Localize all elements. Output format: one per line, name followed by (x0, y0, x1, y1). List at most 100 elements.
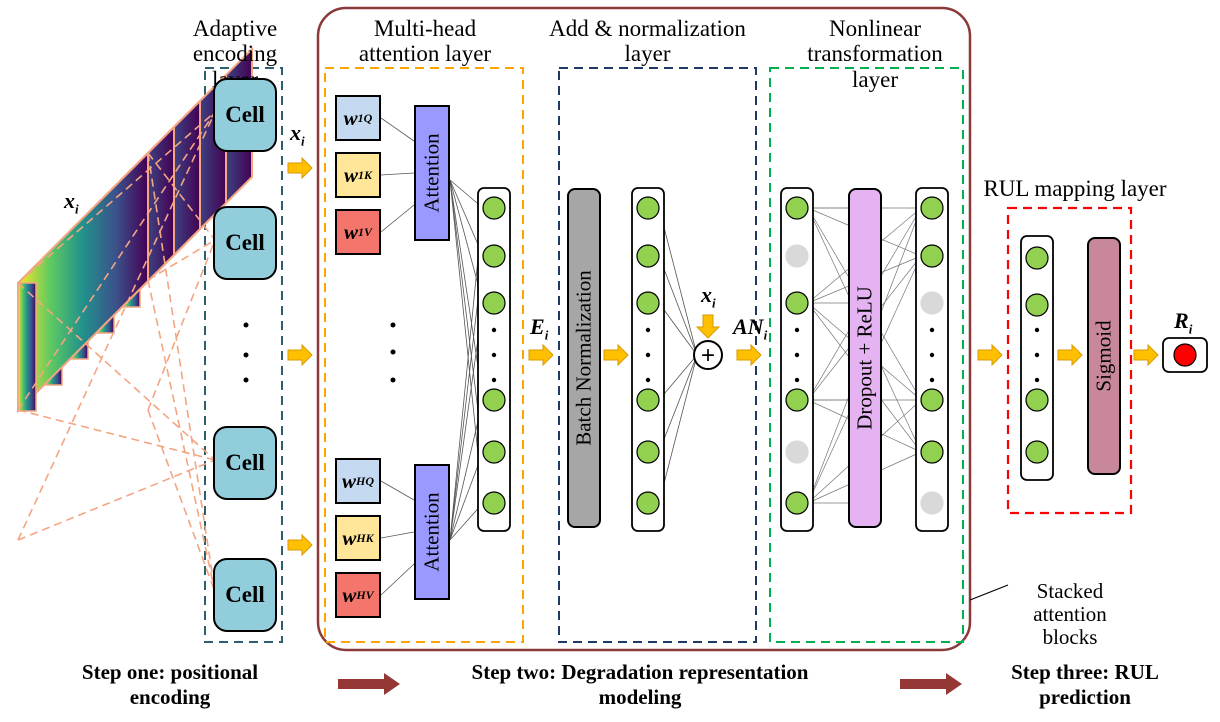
rul-mapping-layer-box (1006, 206, 1133, 515)
step-arrow-2 (900, 673, 962, 695)
addnorm-to-plus-line (658, 302, 698, 356)
addnorm-to-plus-line (658, 354, 698, 453)
nonlinear-output-column-node (920, 491, 944, 515)
attention-output-column-ellipsis-dot (491, 327, 497, 333)
residual-input-symbol: xi (701, 282, 716, 311)
nonlinear-input-column-ellipsis-dot (794, 377, 800, 383)
embedding-symbol: Ei (530, 314, 549, 343)
addnorm-to-plus-line (658, 354, 698, 401)
nonlinear-output-column-node (920, 196, 944, 220)
attention-output-column-node (482, 491, 506, 515)
add-norm-output-symbol: ANi (733, 314, 768, 343)
attention-output-column-frame (477, 187, 511, 532)
addnorm-output-column-ellipsis-dot (645, 352, 651, 358)
nonlinear-input-column-node (785, 196, 809, 220)
input-slice-face-1 (17, 150, 149, 414)
encoding-cell-4: Cell (213, 558, 277, 632)
attention-output-column-node (482, 388, 506, 412)
input-to-cell-line (17, 111, 216, 284)
addnorm-output-column-ellipsis-dot (645, 327, 651, 333)
arrow-after-batchnorm (603, 343, 629, 367)
rul-output-node (1173, 343, 1197, 367)
addnorm-output-column (631, 187, 665, 532)
nonlinear-input-column-frame (780, 187, 814, 532)
addnorm-to-plus-line (658, 207, 698, 356)
nonlinear-transformation-layer-label: Nonlinear transformation layer (807, 16, 943, 92)
nonlinear-output-column-node (920, 291, 944, 315)
cell-ellipsis-dot (243, 377, 249, 383)
step-two-label: Step two: Degradation representation mod… (471, 660, 809, 710)
addnorm-output-column-node (636, 291, 660, 315)
input-symbol: xi (64, 188, 79, 217)
attention-output-column (477, 187, 511, 532)
arrow-encoding-2 (287, 343, 313, 367)
sigmoid-bar: Sigmoid (1087, 237, 1121, 475)
input-to-cell-line (17, 459, 216, 541)
arrow-to-batchnorm (528, 343, 554, 367)
addnorm-output-column-node (636, 491, 660, 515)
nonlinear-input-column-ellipsis-dot (794, 352, 800, 358)
dropout-relu-bar: Dropout + ReLU (848, 188, 882, 528)
arrow-residual-down (695, 314, 721, 339)
w-to-attention-line (380, 531, 415, 539)
arrow-to-nonlinear (736, 343, 762, 367)
arrow-to-rul-mapping (977, 343, 1003, 367)
multi-head-attention-layer-box (324, 67, 524, 643)
input-to-cell-line (147, 152, 216, 241)
add-normalization-layer-label: Add & normalization layer (549, 16, 746, 67)
nonlinear-output-column-frame (915, 187, 949, 532)
input-to-cell-line (17, 409, 216, 461)
encoded-input-symbol: xi (290, 120, 305, 149)
nonlinear-output-column-node (920, 440, 944, 464)
nonlinear-input-column-node (785, 291, 809, 315)
w-to-attention-line (380, 172, 415, 176)
cell-ellipsis-dot (243, 352, 249, 358)
rul-mapping-column-node (1025, 388, 1049, 412)
addnorm-output-column-frame (631, 187, 665, 532)
attention-output-column-node (482, 244, 506, 268)
nonlinear-output-column-ellipsis-dot (929, 352, 935, 358)
encoding-cell-2: Cell (213, 206, 277, 280)
attention-output-column-ellipsis-dot (491, 352, 497, 358)
input-to-cell-line (17, 111, 216, 411)
nonlinear-output-column (915, 187, 949, 532)
input-to-cell-line (147, 409, 216, 593)
step-three-label: Step three: RUL prediction (1011, 660, 1159, 710)
step-one-label: Step one: positional encoding (81, 660, 259, 710)
input-to-cell-line (17, 282, 216, 461)
rul-mapping-column-ellipsis-dot (1034, 377, 1040, 383)
input-to-cell-line (147, 239, 216, 281)
w-to-attention-line (380, 204, 415, 233)
nonlinear-output-column-node (920, 244, 944, 268)
nonlinear-input-column-ellipsis-dot (794, 327, 800, 333)
input-to-cell-line (17, 111, 216, 541)
rul-mapping-column-node (1025, 440, 1049, 464)
arrow-encoding-1 (287, 156, 313, 180)
head-ellipsis-dot (390, 377, 396, 383)
nonlinear-output-column-ellipsis-dot (929, 327, 935, 333)
arrow-to-output (1133, 343, 1159, 367)
rul-mapping-column (1020, 235, 1054, 481)
stacked-attention-blocks-label: Stacked attention blocks (1033, 579, 1107, 650)
addnorm-output-column-node (636, 388, 660, 412)
rul-mapping-column-node (1025, 293, 1049, 317)
addnorm-to-plus-line (658, 354, 698, 504)
input-slice-1 (17, 150, 149, 414)
attention-output-column-node (482, 291, 506, 315)
attention-head1-block: Attention (414, 105, 450, 241)
rul-mapping-column-node (1025, 246, 1049, 270)
multi-head-attention-layer-label: Multi-head attention layer (358, 16, 492, 67)
nonlinear-output-column-node (920, 388, 944, 412)
nonlinear-input-column-node (785, 244, 809, 268)
attention-output-column-node (482, 440, 506, 464)
w-to-attention-line (380, 563, 415, 596)
encoding-cell-1: Cell (213, 78, 277, 152)
step-arrow-1 (338, 673, 400, 695)
nonlinear-transformation-layer-box (769, 67, 964, 643)
